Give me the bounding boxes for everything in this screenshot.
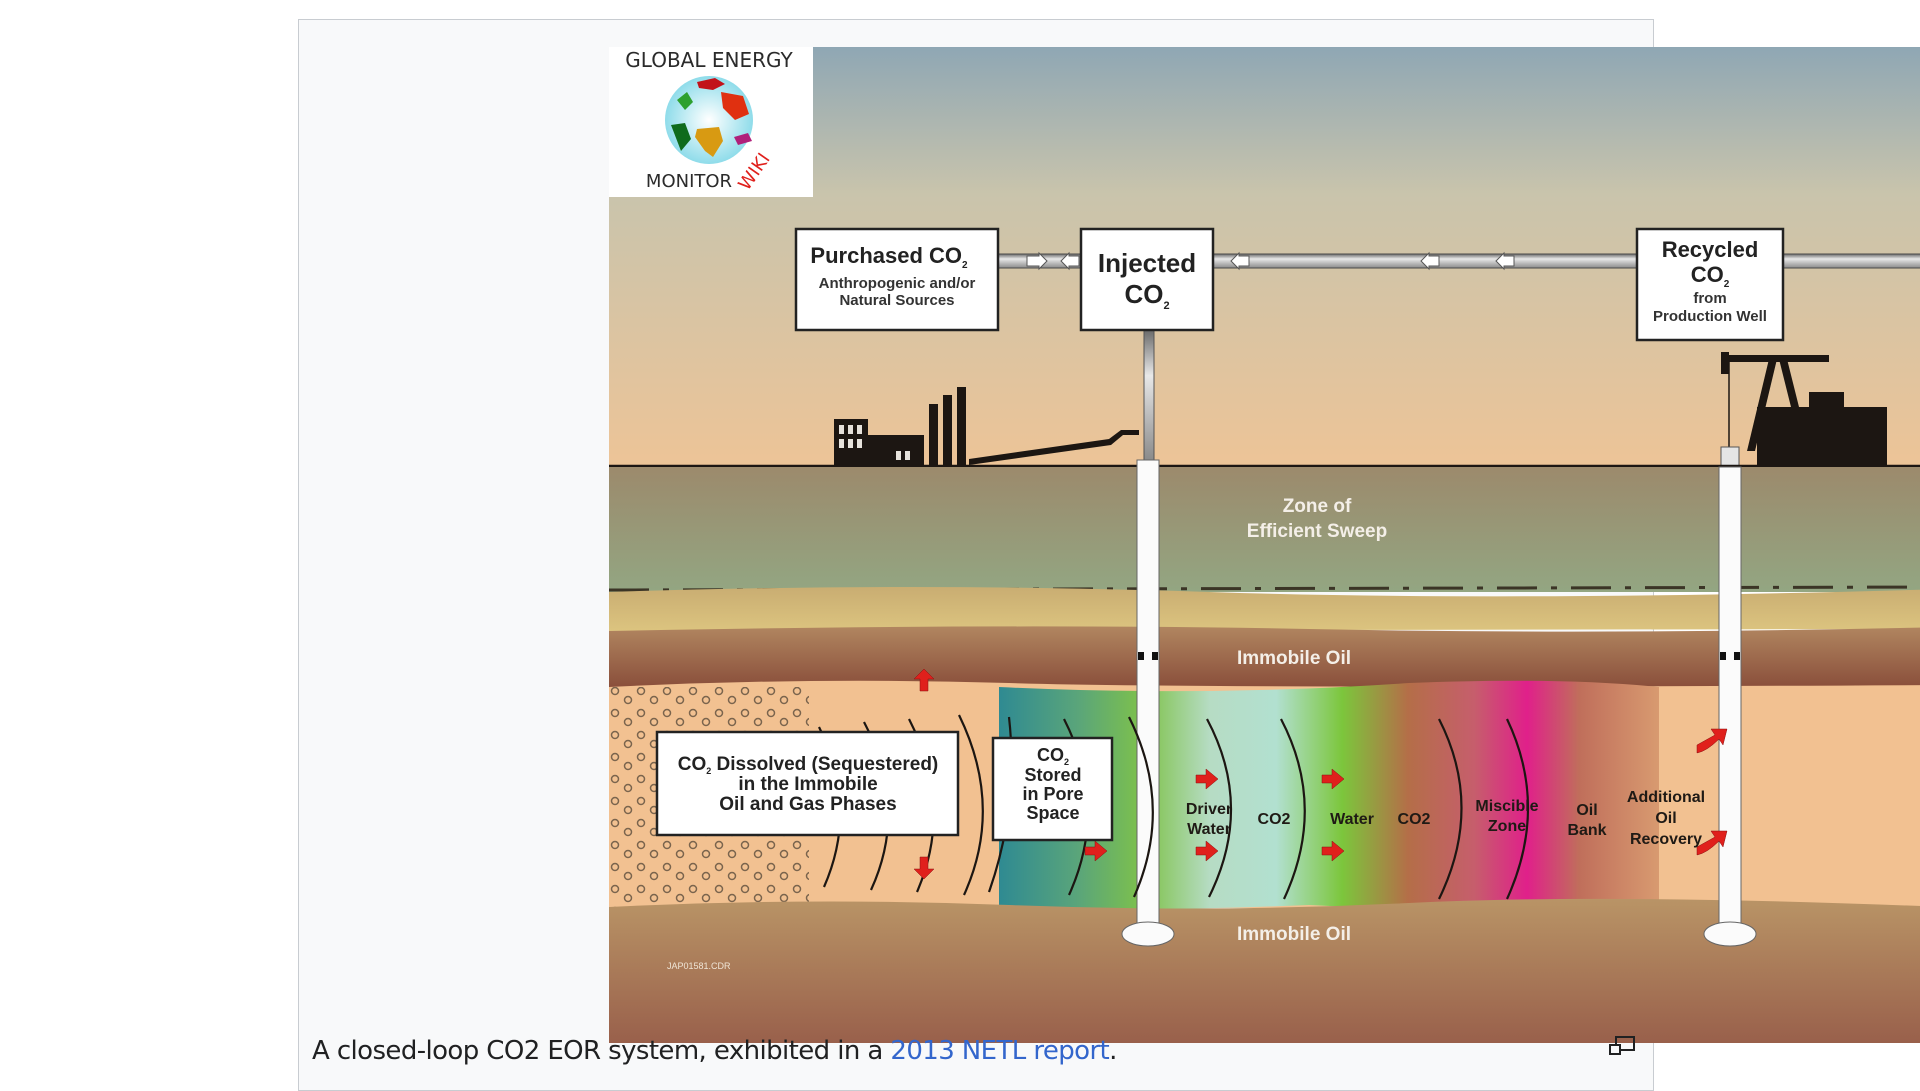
caption-text: A closed-loop CO2 EOR system, exhibited … <box>312 1036 891 1066</box>
production-well <box>1703 466 1757 947</box>
factory-icon <box>834 387 1139 467</box>
svg-text:Injected: Injected <box>1098 248 1196 278</box>
svg-text:in Pore: in Pore <box>1022 784 1083 804</box>
zone-label-miscible-1: Miscible <box>1475 798 1538 815</box>
zone-label-water: Water <box>1330 811 1374 828</box>
zone-label-oil-bank-2: Bank <box>1567 822 1606 839</box>
zone-label-additional-1: Additional <box>1627 789 1705 806</box>
enlarge-button[interactable] <box>1608 1034 1638 1058</box>
injected-co2-box: Injected CO2 <box>1079 227 1215 332</box>
immobile-oil-upper-layer <box>609 626 1920 687</box>
figure-caption: A closed-loop CO2 EOR system, exhibited … <box>312 1036 1117 1066</box>
injection-pipe <box>1143 329 1155 461</box>
svg-text:Oil and Gas Phases: Oil and Gas Phases <box>719 794 896 815</box>
svg-text:Purchased CO2: Purchased CO2 <box>810 243 968 271</box>
figure-thumbnail: GLOBAL ENERGY MONITOR WIKI Purchased CO2… <box>298 19 1920 1091</box>
co2-stored-box: CO2 Stored in Pore Space <box>991 736 1114 842</box>
svg-text:Space: Space <box>1026 803 1079 823</box>
zone-label-co2-1: CO2 <box>1258 811 1291 828</box>
caption-end: . <box>1109 1036 1117 1066</box>
global-energy-monitor-logo: GLOBAL ENERGY MONITOR WIKI <box>609 47 813 197</box>
zone-label-additional-3: Recovery <box>1630 831 1702 848</box>
immobile-oil-label-bottom: Immobile Oil <box>1237 924 1351 945</box>
svg-text:Anthropogenic and/or: Anthropogenic and/or <box>819 275 976 292</box>
file-id-label: JAP01581.CDR <box>667 961 731 971</box>
recycled-co2-box: Recycled CO2 from Production Well <box>1635 227 1785 342</box>
co2-dissolved-box: CO2 Dissolved (Sequestered) in the Immob… <box>655 730 960 837</box>
zone-label-miscible-2: Zone <box>1488 818 1526 835</box>
sweep-label-1: Zone of <box>1283 496 1352 517</box>
pump-jack-icon <box>1721 352 1887 467</box>
svg-text:in the Immobile: in the Immobile <box>738 774 877 795</box>
co2-eor-diagram[interactable]: GLOBAL ENERGY MONITOR WIKI Purchased CO2… <box>609 47 1920 1043</box>
purchased-co2-box: Purchased CO2 Anthropogenic and/or Natur… <box>794 227 1000 332</box>
zone-label-driver-water-2: Water <box>1187 821 1231 838</box>
caption-link[interactable]: 2013 NETL report <box>890 1036 1110 1066</box>
flow-arrow-icon <box>1026 251 1515 271</box>
svg-text:from: from <box>1693 290 1726 307</box>
svg-text:CO2: CO2 <box>1124 279 1169 312</box>
svg-text:Stored: Stored <box>1024 765 1081 785</box>
svg-text:CO2 Dissolved (Sequestered): CO2 Dissolved (Sequestered) <box>678 754 939 776</box>
immobile-oil-lower-layer <box>609 898 1920 1043</box>
sweep-label-2: Efficient Sweep <box>1247 521 1387 542</box>
immobile-oil-label-top: Immobile Oil <box>1237 648 1351 669</box>
zone-label-additional-2: Oil <box>1655 810 1676 827</box>
svg-text:Recycled: Recycled <box>1662 237 1759 262</box>
logo-text-bottom: MONITOR <box>646 171 732 192</box>
logo-text-top: GLOBAL ENERGY <box>625 48 793 72</box>
zone-label-co2-2: CO2 <box>1398 811 1431 828</box>
flood-front-gradient <box>999 680 1659 910</box>
tan-layer <box>609 587 1920 631</box>
zone-efficient-sweep <box>609 467 1920 592</box>
zone-label-oil-bank-1: Oil <box>1576 802 1597 819</box>
svg-text:Natural Sources: Natural Sources <box>839 292 954 309</box>
svg-text:CO2: CO2 <box>1037 745 1069 767</box>
zone-label-driver-water-1: Driver <box>1186 801 1232 818</box>
svg-text:Production Well: Production Well <box>1653 308 1767 325</box>
svg-text:CO2: CO2 <box>1691 262 1730 290</box>
enlarge-icon <box>1609 1036 1635 1055</box>
